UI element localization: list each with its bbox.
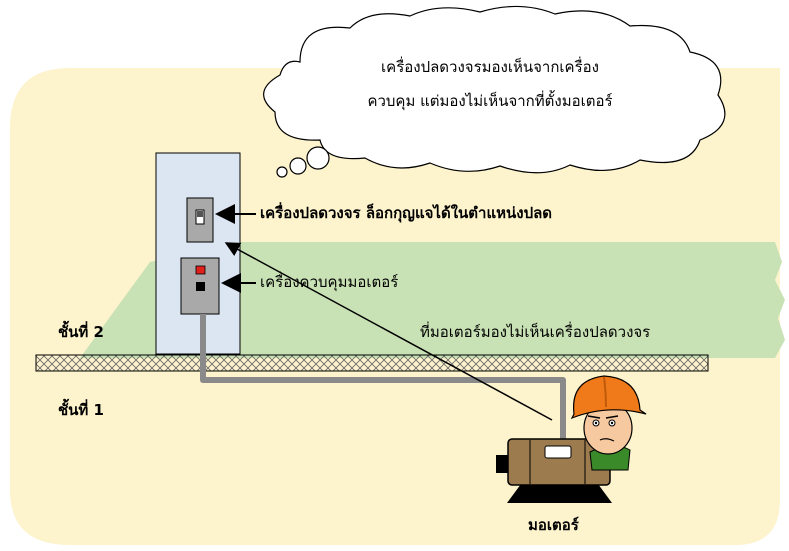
disconnect-switch [186,197,214,243]
floor-2-label: ชั้นที่ 2 [58,323,104,341]
sight-line [224,242,553,421]
motor-controller-label: เครื่องควบคุมมอเตอร์ [260,273,399,291]
motor [496,438,629,503]
motor-controller [180,257,220,315]
no-line-of-sight-label: ที่มอเตอร์มองไม่เห็นเครื่องปลดวงจร [420,323,651,341]
thought-bubble [263,5,726,178]
bubble-line-1: เครื่องปลดวงจรมองเห็นจากเครื่อง [381,58,599,76]
floor-1-label: ชั้นที่ 1 [58,401,104,419]
disconnect-switch-label: เครื่องปลดวงจร ล็อกกุญแจได้ในตำแหน่งปลด [260,204,553,222]
motor-label: มอเตอร์ [528,516,579,534]
bubble-line-2: ควบคุม แต่มองไม่เห็นจากที่ตั้งมอเตอร์ [367,92,613,110]
line-of-sight-band [80,242,785,358]
conduit [200,314,566,448]
worker-figure [570,375,647,471]
control-panel [155,152,241,355]
floor-slab [35,354,709,372]
